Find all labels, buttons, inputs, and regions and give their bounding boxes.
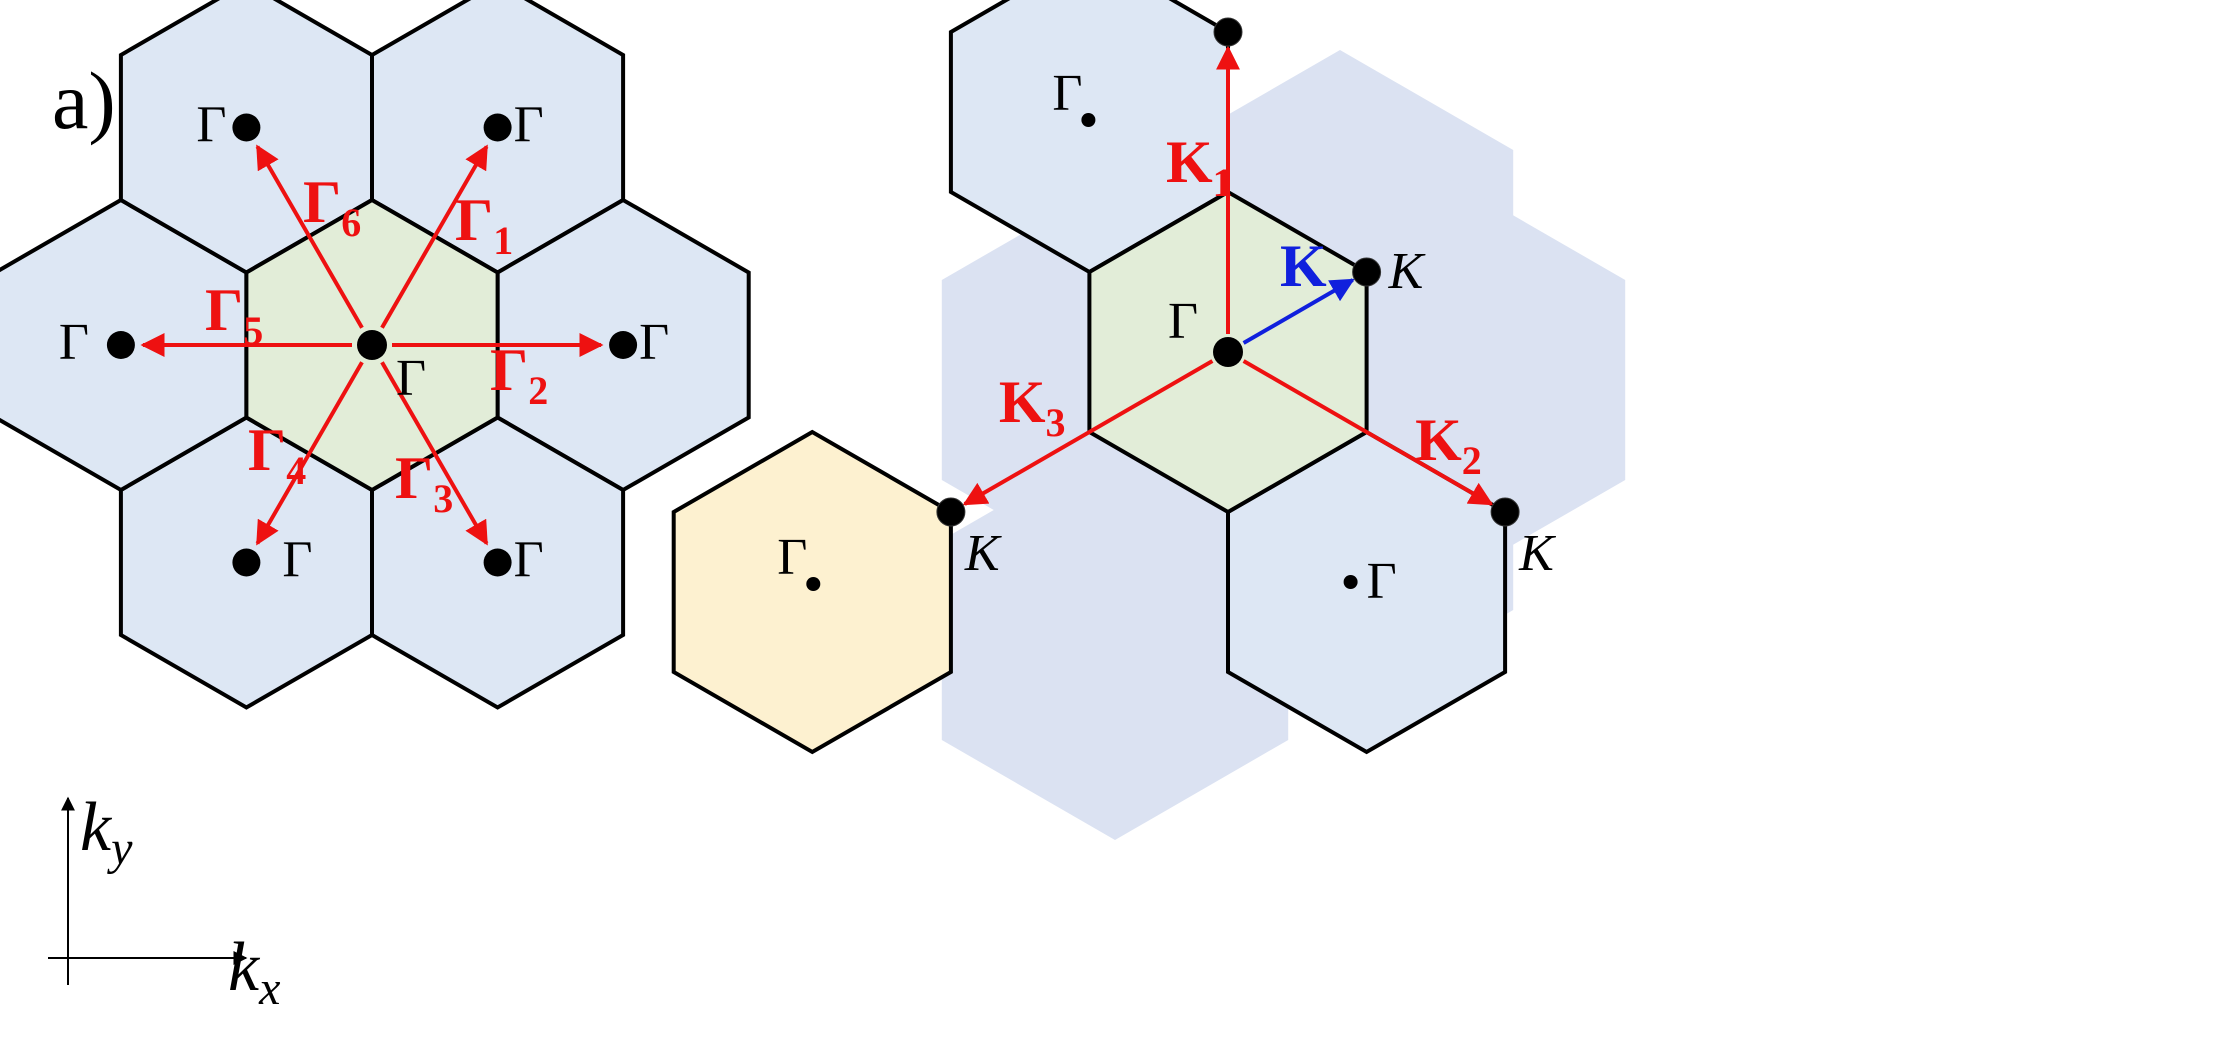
- zone-gamma-point: [1081, 113, 1096, 127]
- gamma-3-vector-label: Γ3: [395, 445, 453, 521]
- neighbor-gamma-label: Γ: [514, 532, 544, 589]
- k-point: [936, 497, 966, 527]
- k-point-label: K: [964, 525, 1002, 582]
- gamma-1-vector-label: Γ1: [455, 187, 513, 263]
- panel-b: b) KKKKΓΓΓΓK1K2K3K: [671, 0, 1626, 840]
- gamma-2-vector-label: Γ2: [490, 337, 548, 413]
- neighbor-gamma-label: Γ: [282, 532, 312, 589]
- gamma-4-vector-label: Γ4: [248, 417, 306, 493]
- reciprocal-lattice-background-hexagon: [941, 440, 1289, 840]
- k3-vector-arrow: [962, 359, 1214, 506]
- zone-gamma-label: Γ: [777, 529, 807, 586]
- gamma-1-vector-arrow: [380, 144, 489, 329]
- k-vector-arrow: [1242, 278, 1355, 345]
- k-point: [1352, 257, 1382, 287]
- k-point-label: K: [1388, 243, 1426, 300]
- neighbor-gamma-label: Γ: [514, 97, 544, 154]
- center-gamma-point: [1213, 337, 1243, 367]
- k-point: [1213, 17, 1243, 47]
- panel-b-vectors: [962, 45, 1494, 506]
- k3-vector-label: K3: [999, 369, 1066, 445]
- neighbor-gamma-point: [106, 331, 135, 359]
- zone-gamma-point: [806, 577, 821, 591]
- gamma-3-vector-arrow: [380, 361, 489, 546]
- k-axes: ky kx: [48, 789, 280, 1015]
- k-point: [1490, 497, 1520, 527]
- panel-b-labels: KKKKΓΓΓΓK1K2K3K: [777, 65, 1556, 610]
- neighbor-gamma-point: [232, 548, 261, 577]
- gamma-6-vector-label: Γ6: [303, 169, 361, 245]
- zone-gamma-label: Γ: [1052, 65, 1082, 122]
- neighbor-gamma-label: Γ: [59, 314, 89, 371]
- neighbor-gamma-label: Γ: [196, 97, 226, 154]
- k1-vector-label: K1: [1166, 129, 1233, 205]
- k2-vector-label: K2: [1415, 407, 1482, 483]
- center-gamma-label: Γ: [396, 350, 426, 407]
- neighbor-gamma-point: [483, 548, 512, 577]
- center-gamma-point: [357, 330, 387, 360]
- neighbor-gamma-label: Γ: [639, 314, 669, 371]
- zone-gamma-label: Γ: [1367, 553, 1397, 610]
- gamma-4-vector-arrow: [255, 361, 364, 546]
- gamma-6-vector-arrow: [255, 144, 364, 329]
- panel-b-points: [806, 17, 1520, 591]
- gamma-5-vector-label: Γ5: [205, 277, 263, 353]
- lower-left-zone-hexagon: [671, 429, 953, 755]
- k-vector-label: K: [1280, 233, 1327, 299]
- panel-a-label: a): [52, 55, 116, 146]
- k2-vector-arrow: [1242, 359, 1494, 506]
- kx-axis-label: kx: [228, 929, 280, 1015]
- zone-gamma-point: [1343, 575, 1358, 589]
- center-gamma-label: Γ: [1168, 293, 1198, 350]
- k-point-label: K: [1518, 525, 1556, 582]
- neighbor-gamma-point: [483, 113, 512, 142]
- neighbor-gamma-point: [609, 331, 638, 359]
- ky-axis-label: ky: [80, 789, 133, 875]
- panel-a-vectors: [140, 144, 604, 546]
- neighbor-gamma-point: [232, 113, 261, 142]
- panel-a-points: [106, 113, 638, 577]
